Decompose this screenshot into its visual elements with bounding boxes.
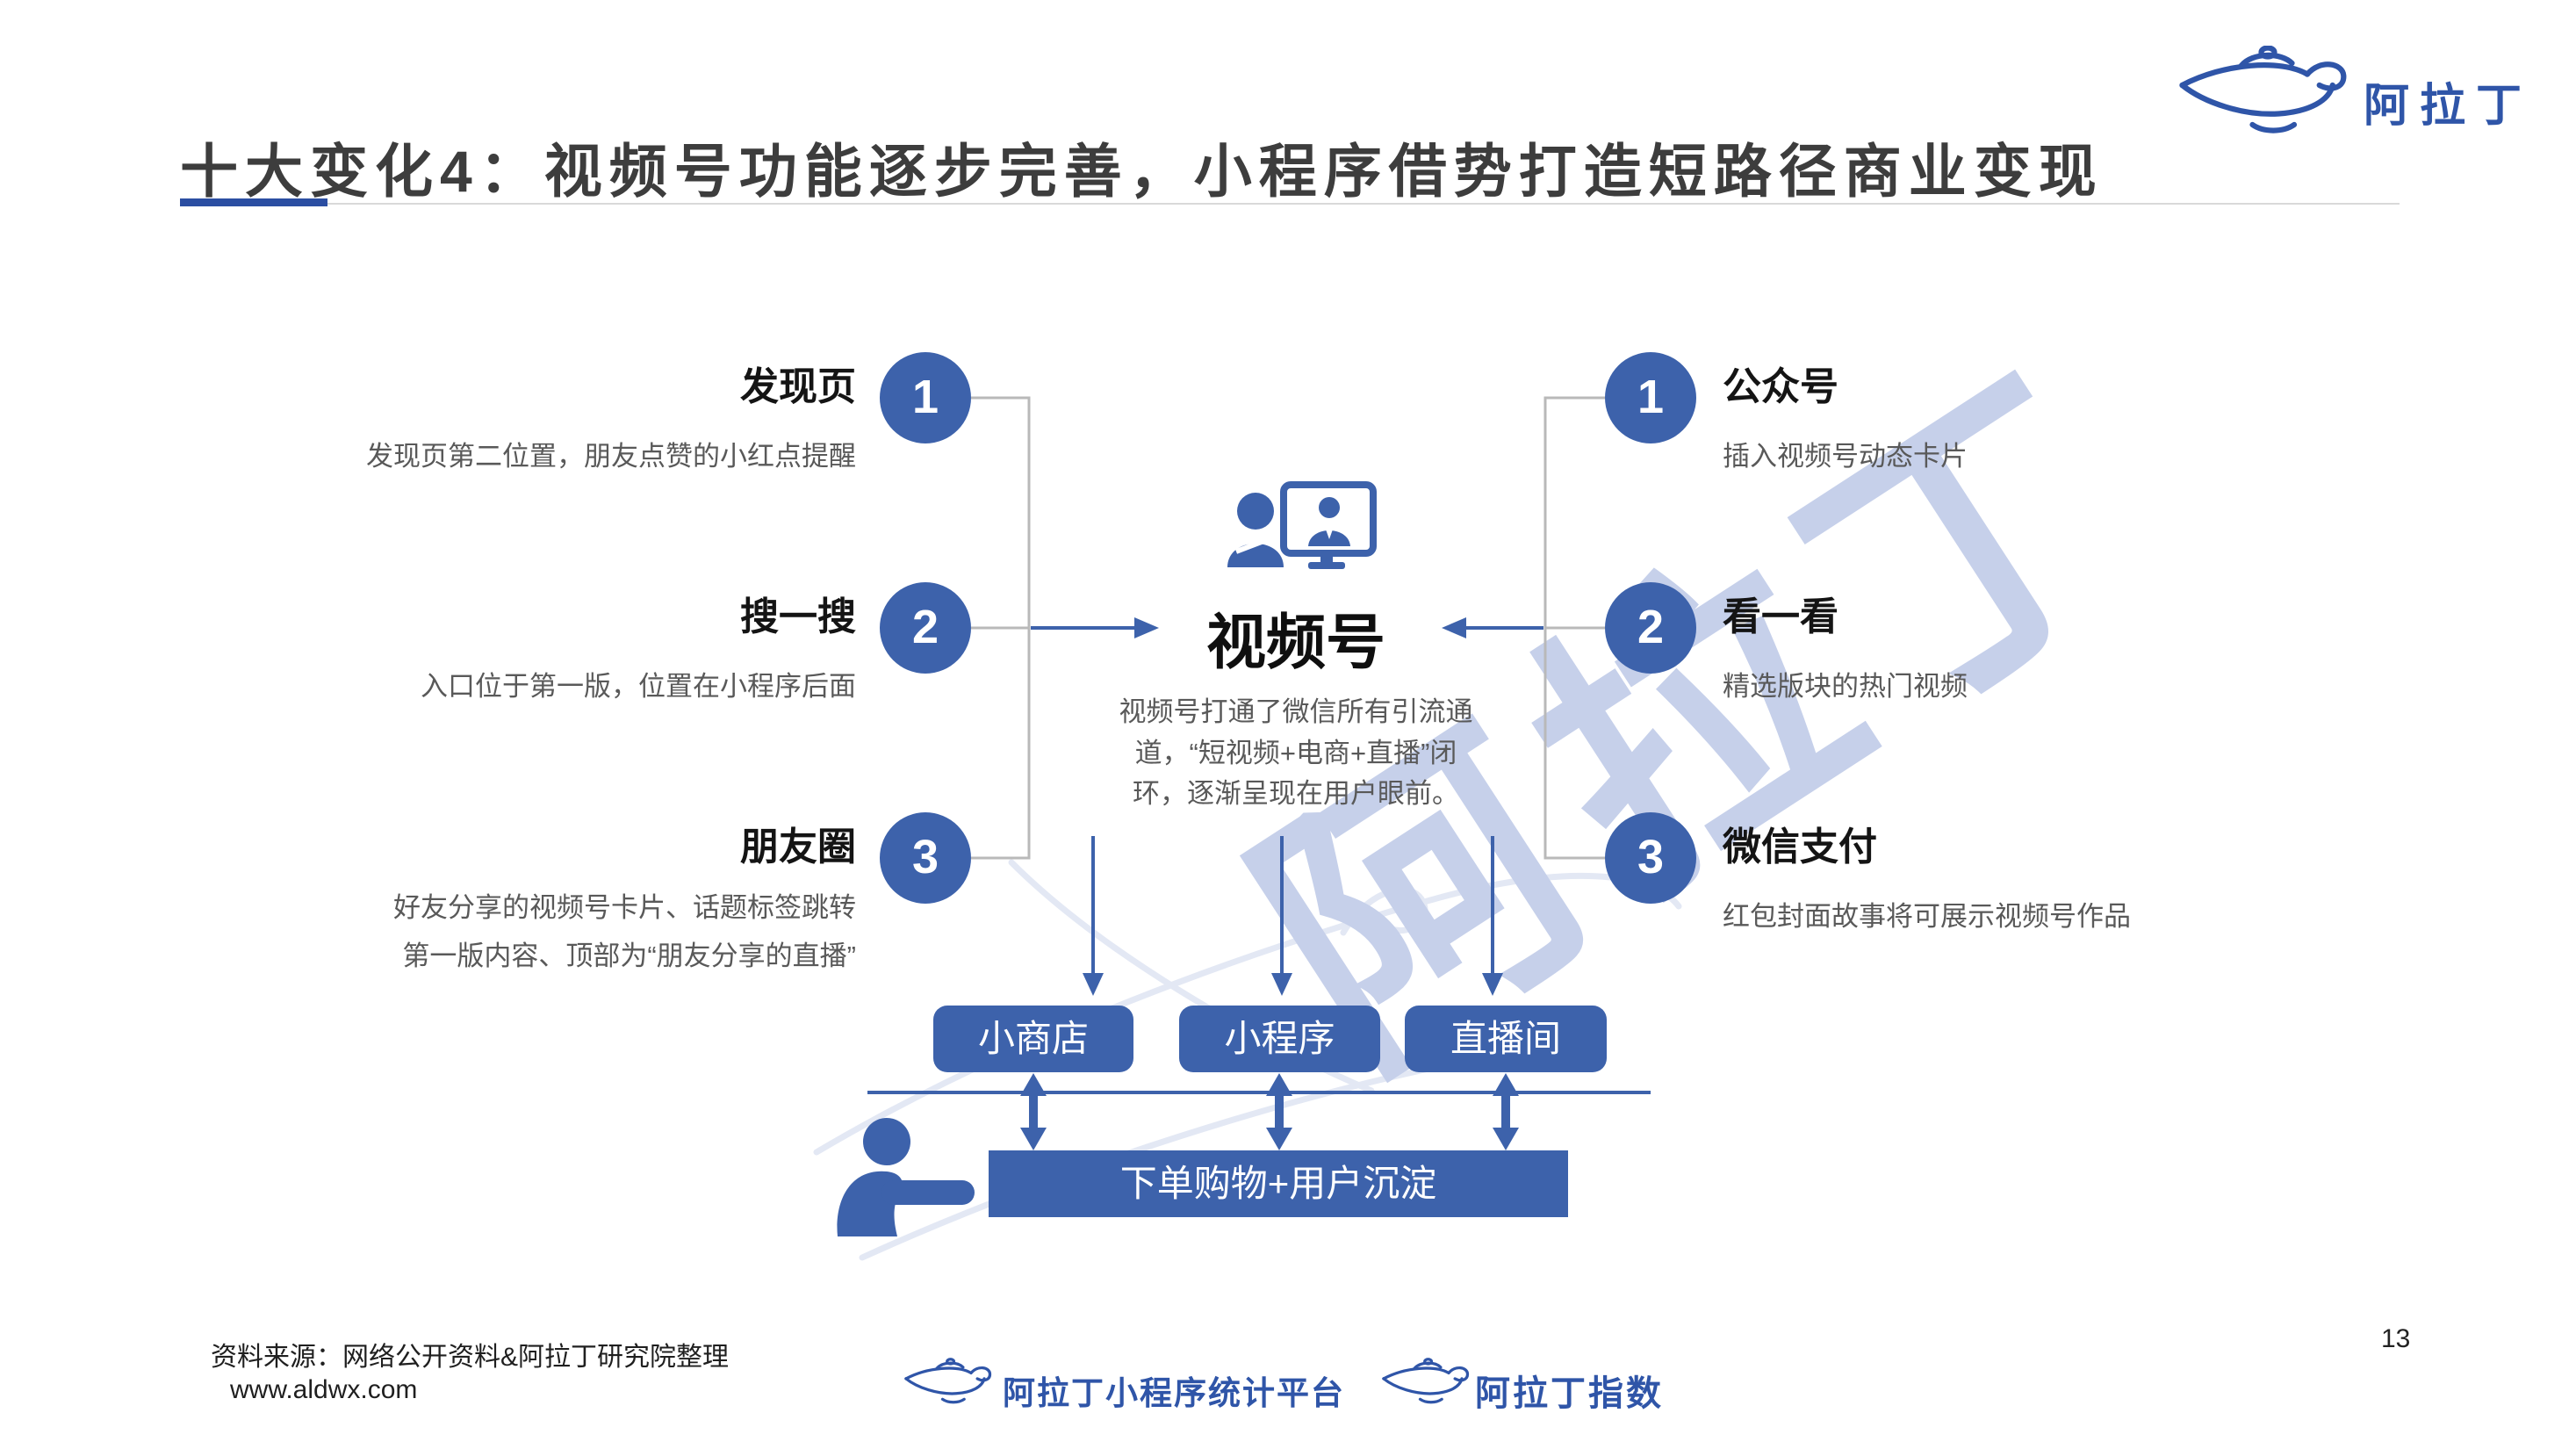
- left-item-2-title: 搜一搜: [740, 595, 856, 638]
- channel-box-store: 小商店: [933, 1006, 1133, 1072]
- footer-index-lamp-icon: [1384, 1359, 1468, 1402]
- brand-logo-text: 阿拉丁: [2364, 81, 2533, 132]
- channel-box-miniprogram: 小程序: [1179, 1006, 1380, 1072]
- left-item-3-title: 朋友圈: [740, 825, 856, 869]
- source-url: www.aldwx.com: [230, 1375, 418, 1404]
- center-desc-line1: 视频号打通了微信所有引流通: [1119, 696, 1473, 727]
- source-note: 资料来源：网络公开资料&阿拉丁研究院整理: [211, 1343, 730, 1372]
- video-conference-icon: [1227, 481, 1377, 569]
- left-item-3-desc-line2: 第一版内容、顶部为“朋友分享的直播”: [402, 941, 856, 972]
- footer-index-logo-text: 阿拉丁指数: [1475, 1374, 1664, 1413]
- center-desc-line3: 环，逐渐呈现在用户眼前。: [1133, 778, 1459, 809]
- footer-platform-logo-text: 阿拉丁小程序统计平台: [1003, 1375, 1345, 1411]
- left-item-3-desc-line1: 好友分享的视频号卡片、话题标签跳转: [393, 892, 856, 923]
- left-step-3-badge: 3: [880, 812, 971, 904]
- center-desc-line2: 道，“短视频+电商+直播”闭: [1134, 737, 1457, 768]
- arrow-left-to-center: [1031, 617, 1159, 638]
- left-bracket-connector: [971, 396, 1031, 860]
- arrow-down-to-live: [1482, 836, 1503, 996]
- right-item-3-title: 微信支付: [1723, 825, 1877, 869]
- left-item-2-desc: 入口位于第一版，位置在小程序后面: [421, 671, 856, 702]
- title-accent-bar: [180, 198, 327, 206]
- left-item-3-desc: 好友分享的视频号卡片、话题标签跳转 第一版内容、顶部为“朋友分享的直播”: [393, 883, 856, 980]
- right-item-1-title: 公众号: [1723, 365, 1838, 408]
- left-item-1-title: 发现页: [740, 365, 856, 408]
- brand-lamp-icon: [2183, 48, 2344, 131]
- right-step-1-badge: 1: [1605, 352, 1696, 443]
- left-item-1-desc: 发现页第二位置，朋友点赞的小红点提醒: [366, 441, 856, 472]
- double-arrow-live: [1493, 1073, 1519, 1150]
- user-person-icon: [837, 1118, 975, 1236]
- double-arrow-miniprogram: [1266, 1073, 1292, 1150]
- right-item-3-desc: 红包封面故事将可展示视频号作品: [1723, 901, 2131, 932]
- footer-platform-lamp-icon: [906, 1359, 990, 1402]
- right-item-2-title: 看一看: [1723, 595, 1838, 638]
- double-arrow-store: [1020, 1073, 1047, 1150]
- title-divider: [180, 203, 2400, 205]
- right-step-3-badge: 3: [1605, 812, 1696, 904]
- right-item-1-desc: 插入视频号动态卡片: [1723, 441, 1968, 472]
- page-title: 十大变化4：视频号功能逐步完善，小程序借势打造短路径商业变现: [180, 139, 2104, 204]
- left-step-2-badge: 2: [880, 582, 971, 674]
- left-step-1-badge: 1: [880, 352, 971, 443]
- center-desc: 视频号打通了微信所有引流通 道，“短视频+电商+直播”闭 环，逐渐呈现在用户眼前…: [1094, 692, 1498, 815]
- arrow-down-to-store: [1083, 836, 1104, 996]
- arrow-right-to-center: [1442, 617, 1543, 638]
- channel-box-live: 直播间: [1405, 1006, 1607, 1072]
- page-number: 13: [2381, 1324, 2411, 1353]
- result-bar: 下单购物+用户沉淀: [989, 1150, 1568, 1217]
- arrow-down-to-miniprogram: [1271, 836, 1292, 996]
- right-item-2-desc: 精选版块的热门视频: [1723, 671, 1968, 702]
- center-title: 视频号: [1205, 609, 1385, 676]
- right-bracket-connector: [1543, 396, 1605, 860]
- right-step-2-badge: 2: [1605, 582, 1696, 674]
